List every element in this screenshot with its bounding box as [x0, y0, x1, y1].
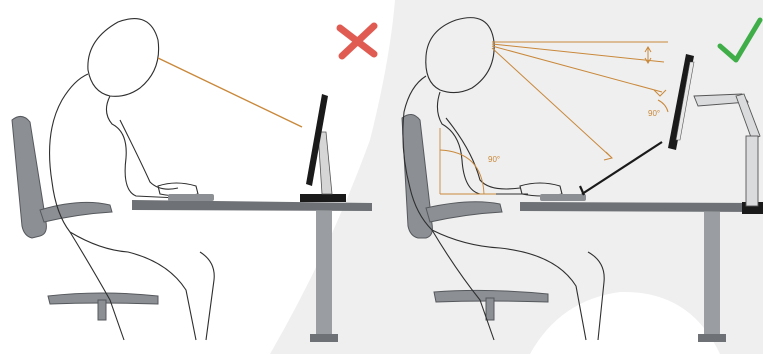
keyboard-right [540, 194, 586, 201]
elbow-angle-label: 90° [488, 155, 500, 164]
keyboard-left [168, 194, 214, 201]
monitor-angle-label: 90° [648, 109, 660, 118]
